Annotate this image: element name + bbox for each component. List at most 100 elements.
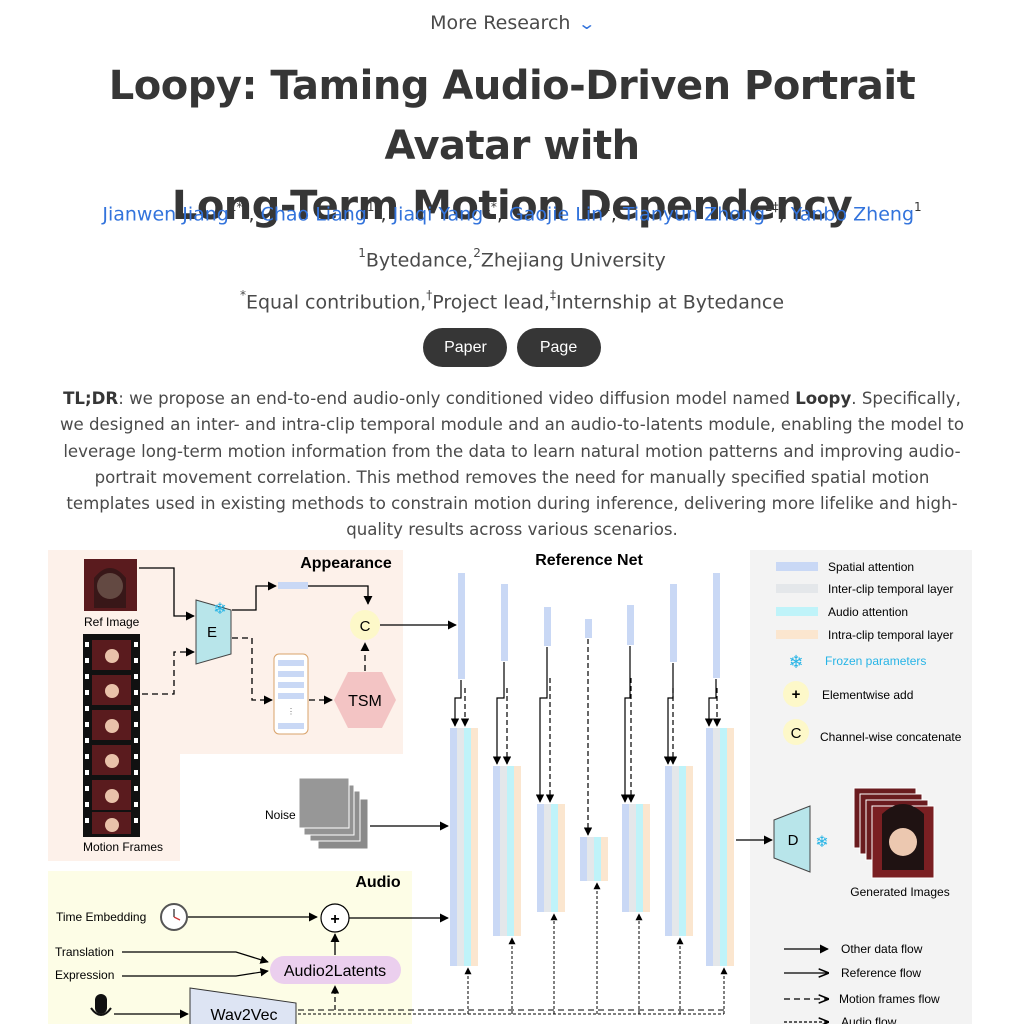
translation-label: Translation [55,945,114,959]
noise-stack [298,777,369,850]
legend-panel [750,550,972,1024]
legend-inter: Inter-clip temporal layer [828,582,953,596]
snowflake-icon: ❄ [788,652,803,672]
snowflake-icon: ❄ [815,834,828,851]
legend-concat: Channel-wise concatenate [820,730,962,744]
wav2vec-block [189,987,297,1024]
author-link[interactable]: Yanbo Zheng [790,203,914,226]
tsm-block [334,672,396,728]
latent-token [278,582,308,589]
audio2latents-block [270,956,401,984]
audio-label: Audio [355,874,401,891]
microphone-icon [90,994,112,1016]
page-button[interactable]: Page [516,328,601,367]
author-link[interactable]: Tianyun Zhong [622,203,766,226]
wav2vec-label: Wav2Vec [211,1007,278,1024]
decoder-block [773,805,811,873]
generated-images-label: Generated Images [850,885,949,899]
more-research-label: More Research [430,12,571,34]
note-sup: † [426,288,433,302]
motion-flow-arrow [142,647,195,695]
author-link[interactable]: Jiaqi Yang [392,203,484,226]
svg-text:⋮: ⋮ [287,707,295,716]
legend-motion: Motion frames flow [839,992,940,1006]
audio-flow-lines [298,882,728,1015]
motion-frames-label: Motion Frames [83,840,163,854]
legend-frozen: Frozen parameters [825,654,926,668]
affiliations: 1Bytedance,2Zhejiang University [0,246,1024,272]
unet-columns [450,728,734,966]
legend-swatch-audio [776,607,818,616]
motion-token-stack: ⋮ [273,653,309,735]
more-research-dropdown[interactable]: More Research ⌄ [0,12,1024,34]
legend-audio: Audio attention [828,605,908,619]
author-link[interactable]: Chao Liang [260,203,367,226]
encoder-label: E [207,624,217,641]
legend-add-symbol: + [792,686,801,703]
legend-audio-flow: Audio flow [841,1015,897,1024]
clock-icon [160,903,188,931]
enc-out-arrow [232,581,277,611]
author-sup: 1 [914,200,922,214]
legend-concat-node [783,719,809,745]
paper-button[interactable]: Paper [423,328,508,367]
legend-swatch-intra [776,630,818,639]
expression-label: Expression [55,968,114,982]
aff-bytedance: Bytedance, [365,249,474,272]
author-link[interactable]: Gaojie Lin [508,203,604,226]
ref-image [84,559,137,611]
legend-spatial: Spatial attention [828,560,914,574]
aff-sup: 1 [358,246,366,260]
ref-flow-arrow [139,567,195,621]
reference-net-columns [458,573,720,679]
note-sup: ‡ [549,288,556,302]
note-intern: Internship at Bytedance [555,291,785,314]
note-equal: Equal contribution, [245,291,427,314]
ref-image-label: Ref Image [84,615,140,629]
author-sup: 2‡ [765,200,779,214]
aff-zju: Zhejiang University [480,249,666,272]
aff-sup: 2 [473,246,481,260]
audio2latents-label: Audio2Latents [284,963,386,980]
legend-other: Other data flow [841,942,923,956]
legend: Spatial attention Inter-clip temporal la… [776,560,962,1024]
tldr-label: TL;DR [63,389,119,408]
chevron-down-icon: ⌄ [577,14,597,33]
tldr-model-name: Loopy [795,389,852,408]
translation-arrow [122,951,269,964]
title-line-2: Long-Term Motion Dependency [171,183,853,229]
tldr-text-2: . Specifically, we designed an inter- an… [59,389,965,540]
legend-concat-symbol: C [791,725,802,742]
author-sup: 1 [603,200,611,214]
link-buttons: Paper Page [0,328,1024,367]
legend-add-node [783,681,809,707]
concat-label: C [360,618,371,635]
enc-motion-arrow [232,637,273,705]
latent-to-concat-arrow [308,585,373,605]
author-link[interactable]: Jianwen Jiang [102,203,229,226]
legend-add: Elementwise add [822,688,913,702]
noise-label: Noise [265,808,296,822]
note-sup: * [239,288,246,302]
author-list: Jianwen Jiang1*†, Chao Liang1*, Jiaqi Ya… [102,200,922,226]
tldr-text-1: : we propose an end-to-end audio-only co… [118,389,796,408]
tsm-label: TSM [348,693,382,710]
page-title: Loopy: Taming Audio-Driven Portrait Avat… [40,56,984,236]
appearance-label: Appearance [300,555,392,572]
author-sup: 1* [483,200,497,214]
reference-net-label: Reference Net [535,552,643,569]
expression-arrow [122,968,269,977]
legend-swatch-spatial [776,562,818,571]
add-label: + [330,911,339,928]
architecture-figure: Appearance Reference Net Ref Image [48,550,972,1024]
generated-images-stack [853,787,935,879]
author-sup: 1*† [228,200,249,214]
concat-node [350,610,380,640]
encoder-block [195,599,232,665]
legend-intra: Intra-clip temporal layer [828,628,953,642]
legend-ref: Reference flow [841,966,921,980]
decoder-label: D [788,832,799,849]
title-line-1: Loopy: Taming Audio-Driven Portrait Avat… [108,63,916,169]
contribution-notes: *Equal contribution,†Project lead,‡Inter… [0,288,1024,314]
tldr-paragraph: TL;DR: we propose an end-to-end audio-on… [56,386,968,544]
